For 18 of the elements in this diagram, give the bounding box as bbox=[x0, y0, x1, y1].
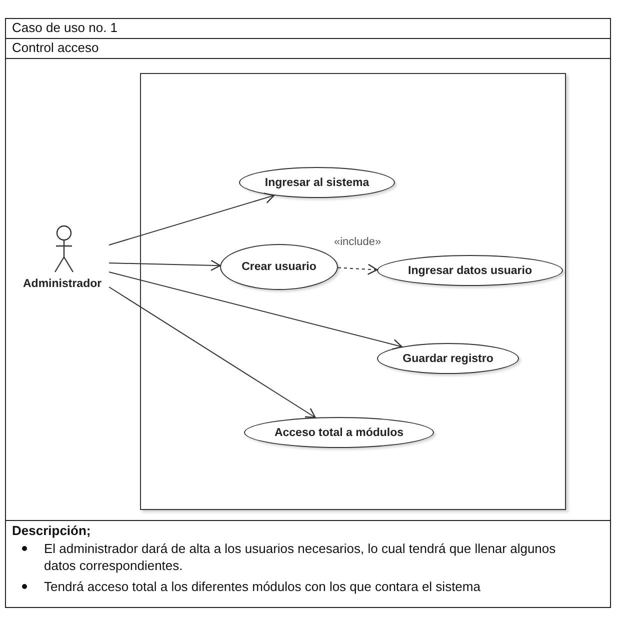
actor-label: Administrador bbox=[23, 278, 102, 290]
use-case-ellipse: Ingresar datos usuario bbox=[377, 255, 563, 286]
dashed-arrow bbox=[337, 264, 378, 275]
use-case-ellipse: Guardar registro bbox=[377, 343, 519, 374]
description-text: El administrador dará de alta a los usuarios necesarios, lo cual tendrá que llenar algunos datos correspondientes. bbox=[44, 540, 557, 574]
system-boundary bbox=[140, 73, 566, 510]
use-case-ellipse: Acceso total a módulos bbox=[244, 417, 434, 448]
use-case-ellipse: Ingresar al sistema bbox=[239, 167, 395, 198]
description-text: Tendrá acceso total a los diferentes módulos con los que contara el sistema bbox=[44, 578, 482, 595]
arrow bbox=[108, 272, 402, 350]
section-heading: Descripción; bbox=[12, 523, 91, 538]
arrow bbox=[108, 286, 316, 418]
edge-label: «include» bbox=[332, 236, 382, 248]
use-case-ellipse: Crear usuario bbox=[220, 244, 338, 290]
table-cell-text: Caso de uso no. 1 bbox=[12, 20, 118, 35]
arrow bbox=[108, 192, 275, 246]
arrow bbox=[108, 260, 221, 271]
table-cell-text: Control acceso bbox=[12, 40, 99, 55]
